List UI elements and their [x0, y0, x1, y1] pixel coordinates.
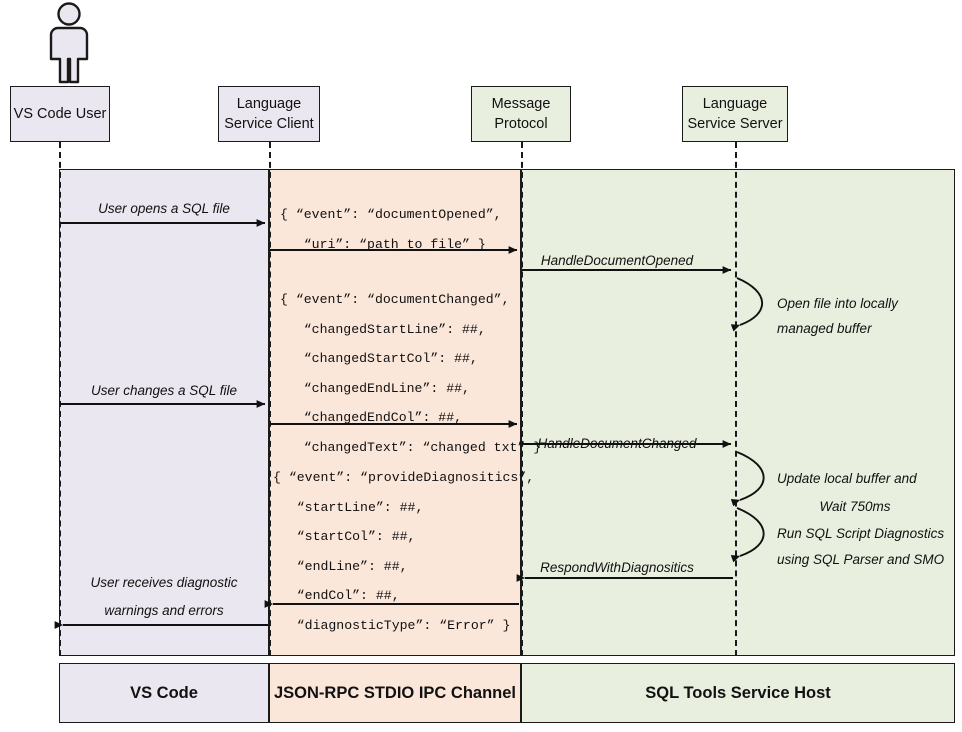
payload-provide-diagnositics: { “event”: “provideDiagnositics”, “start… [273, 470, 535, 633]
lifeline-header-message-protocol[interactable]: Message Protocol [471, 86, 571, 142]
payload-document-opened: { “event”: “documentOpened”, “uri”: “pat… [280, 207, 502, 252]
lifeline-header-language-service-client-line2: Service Client [224, 116, 314, 132]
footer-ipc-channel-label: JSON-RPC STDIO IPC Channel [273, 683, 517, 702]
footer-ipc-channel[interactable]: JSON-RPC STDIO IPC Channel [269, 663, 521, 723]
label-open-file-buffer-line1: Open file into locally [777, 296, 898, 311]
label-user-opens-sql-file: User opens a SQL file [98, 201, 230, 216]
lifeline-header-message-protocol-line1: Message [491, 95, 551, 112]
footer-sql-tools-service-host-label: SQL Tools Service Host [645, 683, 831, 702]
swimlane-band-service-host [521, 169, 955, 656]
footer-vs-code[interactable]: VS Code [59, 663, 269, 723]
lifeline-message-protocol [521, 142, 523, 656]
footer-vs-code-label: VS Code [130, 683, 198, 702]
label-open-file-buffer-line2: managed buffer [777, 321, 872, 336]
label-respond-with-diagnositics: RespondWithDiagnositics [540, 560, 694, 575]
lifeline-header-language-service-server-line1: Language [702, 95, 768, 112]
swimlane-band-vs-code [59, 169, 269, 656]
label-handle-document-changed: HandleDocumentChanged [537, 436, 697, 451]
lifeline-header-vs-code-user[interactable]: VS Code User [10, 86, 110, 142]
person-icon [49, 2, 89, 84]
label-user-changes-sql-file: User changes a SQL file [90, 383, 238, 398]
lifeline-language-service-server [735, 142, 737, 656]
label-update-buffer-line1: Update local buffer and [777, 471, 917, 486]
lifeline-header-vs-code-user-line1: VS Code User [13, 105, 107, 122]
footer-sql-tools-service-host[interactable]: SQL Tools Service Host [521, 663, 955, 723]
lifeline-header-language-service-client-line1: Language [236, 95, 302, 112]
lifeline-header-language-service-server[interactable]: Language Service Server [682, 86, 788, 142]
label-user-receives-diagnostics-line1: User receives diagnostic [90, 575, 238, 590]
label-handle-document-opened: HandleDocumentOpened [540, 253, 694, 268]
vs-code-user-actor [38, 2, 100, 84]
label-user-receives-diagnostics-line2: warnings and errors [104, 603, 224, 618]
label-update-buffer-line2: Wait 750ms [819, 499, 891, 514]
label-run-diagnostics-line1: Run SQL Script Diagnostics [777, 526, 945, 541]
lifeline-language-service-client [269, 142, 271, 656]
lifeline-header-language-service-client[interactable]: Language Service Client [218, 86, 320, 142]
lifeline-header-language-service-server-line2: Service Server [687, 116, 783, 132]
payload-document-changed: { “event”: “documentChanged”, “changedSt… [280, 292, 542, 455]
lifeline-vs-code-user [59, 142, 61, 656]
lifeline-header-message-protocol-line2: Protocol [494, 116, 548, 132]
label-run-diagnostics-line2: using SQL Parser and SMO [777, 552, 945, 567]
